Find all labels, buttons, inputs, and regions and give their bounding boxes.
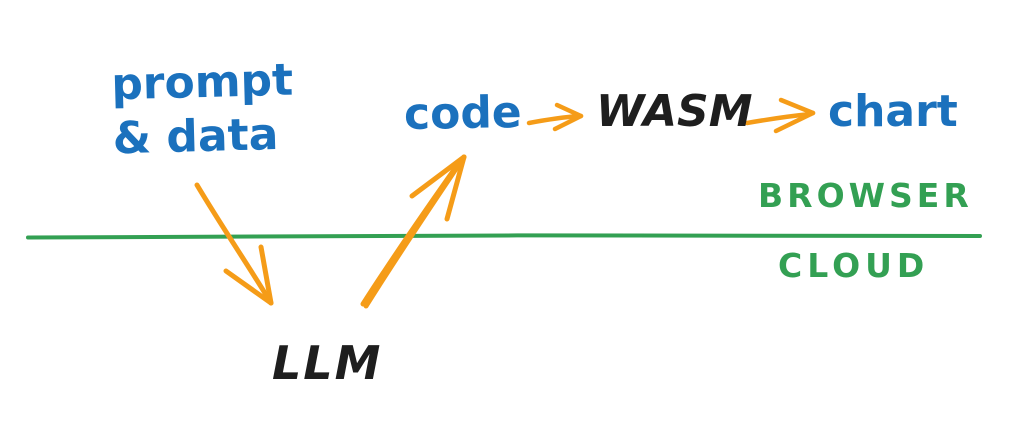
label-prompt-data: prompt & data — [111, 54, 296, 167]
arrow-llm-to-code-shaft-overdraw — [360, 157, 464, 307]
label-llm: LLM — [272, 336, 383, 390]
label-region-browser: BROWSER — [758, 176, 973, 215]
label-wasm: WASM — [596, 86, 753, 137]
arrow-llm-to-code-barb-left — [409, 154, 467, 199]
arrow-prompt-to-llm-icon — [194, 182, 274, 306]
arrow-llm-to-code-barb-right — [444, 154, 467, 222]
label-prompt-data-line2: & data — [112, 109, 279, 165]
arrow-code-to-wasm-icon — [526, 102, 584, 132]
arrow-prompt-to-llm-barb-left — [223, 268, 274, 306]
browser-cloud-divider-line — [26, 233, 982, 240]
arrow-wasm-to-chart-barb-bottom — [773, 110, 816, 134]
arrow-prompt-to-llm-shaft — [194, 182, 274, 306]
label-prompt-data-line1: prompt — [110, 54, 294, 111]
arrow-prompt-to-llm-barb-right — [258, 244, 274, 306]
label-region-cloud: CLOUD — [778, 246, 930, 285]
label-code: code — [403, 86, 523, 141]
arrow-code-to-wasm-barb-top — [554, 102, 584, 119]
label-chart: chart — [828, 86, 958, 137]
arrow-llm-to-code-icon — [360, 154, 467, 309]
arrow-wasm-to-chart-icon — [744, 97, 816, 134]
arrow-wasm-to-chart-barb-top — [778, 97, 816, 116]
arrow-code-to-wasm-barb-bottom — [552, 113, 584, 132]
